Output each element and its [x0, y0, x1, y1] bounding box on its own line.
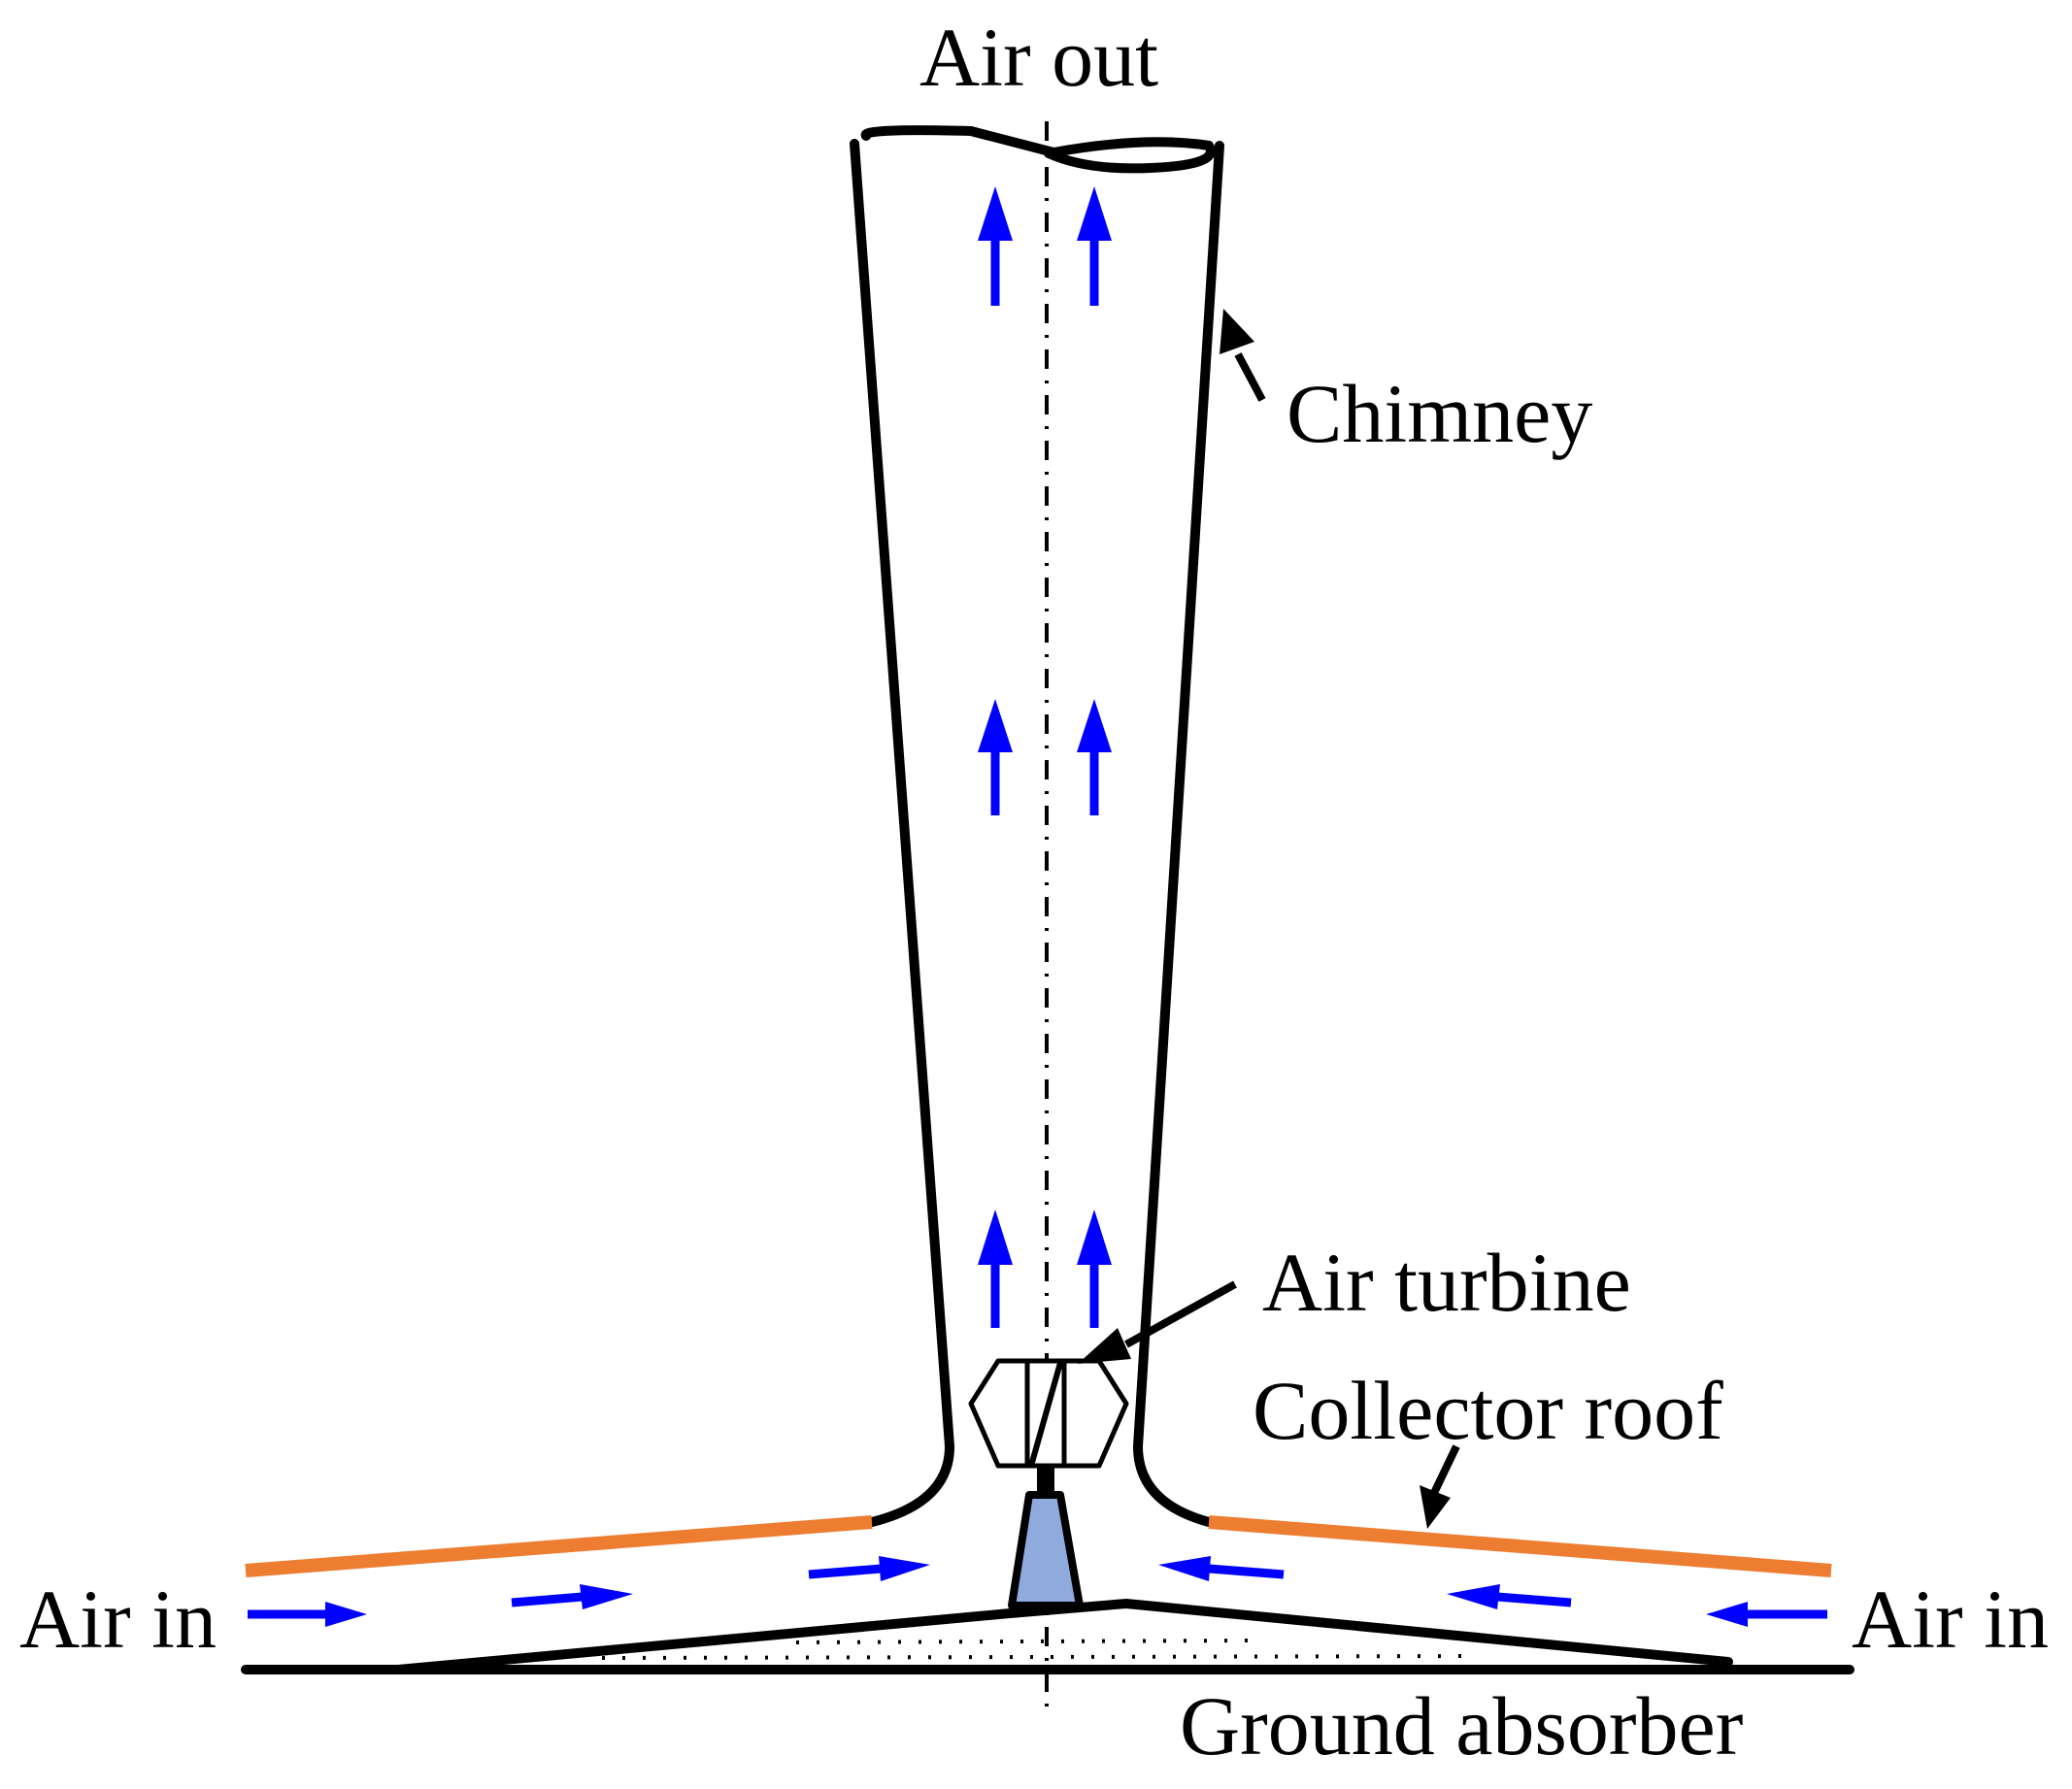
airflow-arrow-icon — [1077, 186, 1112, 306]
collector-roof — [245, 1515, 1832, 1577]
airflow-arrow-icon — [1447, 1584, 1572, 1609]
turbine-base — [1008, 1491, 1084, 1609]
airflow-arrow-icon — [1706, 1602, 1827, 1627]
airflow-arrows-in-left — [248, 1556, 930, 1627]
turbine-blade-frame — [1024, 1358, 1067, 1469]
collector-roof-left — [245, 1515, 873, 1577]
air-out-label: Air out — [919, 11, 1158, 104]
airflow-arrows-in-right — [1158, 1556, 1827, 1627]
air-in-right-label: Air in — [1852, 1573, 2049, 1666]
airflow-arrow-icon — [978, 186, 1013, 306]
chimney-pointer-arrow-icon — [1220, 309, 1266, 402]
label-pointers — [1078, 309, 1460, 1529]
chimney-top-rim — [860, 125, 1216, 174]
air-turbine — [968, 1358, 1129, 1609]
airflow-arrow-icon — [1077, 1209, 1112, 1328]
airflow-arrow-icon — [978, 1209, 1013, 1328]
chimney — [850, 125, 1224, 1527]
ground-mound — [393, 1599, 1733, 1674]
airflow-arrow-icon — [1158, 1556, 1285, 1581]
airflow-arrow-icon — [248, 1602, 367, 1627]
chimney-right-wall — [1133, 141, 1224, 1527]
air-in-left-label: Air in — [19, 1573, 217, 1666]
airflow-arrow-icon — [511, 1584, 633, 1609]
airflow-arrows-up — [978, 186, 1112, 1328]
turbine-blade — [1028, 1362, 1063, 1467]
airflow-arrow-icon — [1077, 699, 1112, 815]
turbine-pointer-arrow-icon — [1078, 1280, 1237, 1364]
chimney-label: Chimney — [1287, 367, 1592, 460]
collector-roof-right — [1208, 1515, 1832, 1577]
roof-pointer-arrow-icon — [1420, 1444, 1460, 1529]
chimney-left-wall — [850, 139, 954, 1527]
airflow-arrow-icon — [978, 699, 1013, 815]
absorber-dots-2 — [601, 1654, 1477, 1660]
absorber-dots-1 — [795, 1639, 1253, 1644]
turbine-shaft — [1037, 1464, 1054, 1497]
air-turbine-label: Air turbine — [1262, 1236, 1631, 1329]
collector-roof-label: Collector roof — [1253, 1364, 1723, 1457]
ground-absorber-label: Ground absorber — [1180, 1679, 1743, 1772]
airflow-arrow-icon — [808, 1556, 930, 1581]
